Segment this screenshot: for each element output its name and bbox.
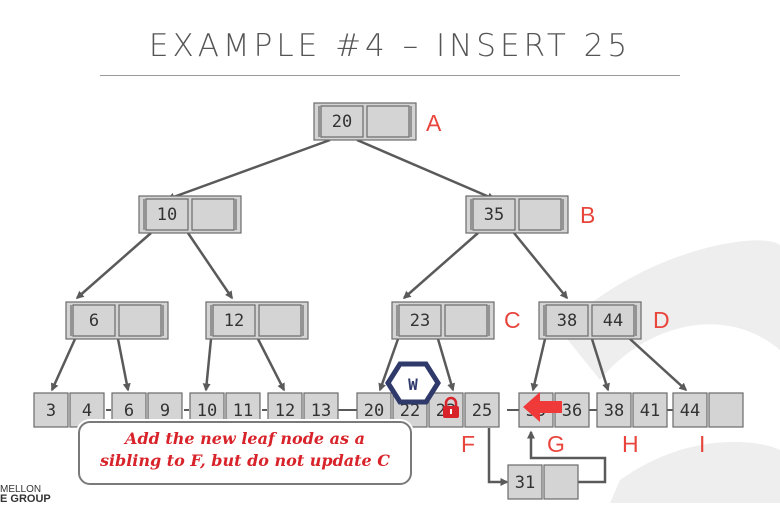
leaf-key: 25	[472, 401, 492, 421]
callout-line-2: sibling to F, but do not update C	[99, 451, 391, 470]
edge-6-left	[50, 338, 77, 392]
latch-label: W	[408, 375, 418, 394]
label-g: G	[547, 431, 565, 457]
leaf-node-newleaf: 31	[507, 464, 579, 500]
leaf-node-h: 38 41	[596, 392, 668, 428]
edge-6-right	[116, 338, 131, 392]
inner-node-node12: 12	[205, 301, 309, 340]
callout-text: Add the new leaf node as a sibling to F,…	[78, 428, 412, 472]
label-d: D	[653, 307, 670, 333]
inner-node-key: 44	[603, 311, 623, 331]
edge-b-right	[513, 232, 568, 300]
label-c: C	[504, 307, 521, 333]
edge-d-left	[530, 338, 547, 392]
edge-f-to-new	[487, 428, 509, 486]
edge-10-left	[75, 232, 152, 299]
inner-node-key: 10	[157, 205, 177, 225]
edge-a-right	[356, 138, 496, 201]
inner-node-a: 20	[313, 102, 417, 141]
label-h: H	[622, 431, 639, 457]
inner-node-d: 38 44	[538, 301, 642, 340]
edge-12-right	[256, 338, 286, 392]
edge-12-left	[202, 338, 213, 392]
inner-node-node6: 6	[65, 301, 169, 340]
leaf-key: 22	[400, 401, 420, 421]
callout-box	[78, 421, 412, 485]
background-swoosh-lower	[610, 441, 780, 503]
inner-node-key: 35	[484, 205, 504, 225]
callout-line-1: Add the new leaf node as a	[125, 429, 365, 448]
label-i: I	[699, 431, 705, 457]
inner-node-b: 35	[465, 195, 569, 234]
edge-new-to-g	[527, 430, 607, 484]
node-labels: A B C D F G H I	[426, 110, 705, 457]
title-divider	[100, 75, 680, 76]
background-swoosh	[560, 240, 780, 380]
inner-node-key: 20	[332, 112, 352, 132]
leaf-key: 13	[311, 401, 331, 421]
leaf-key: 4	[82, 401, 92, 421]
red-arrow-icon	[523, 392, 562, 422]
leaf-key: 6	[124, 401, 134, 421]
edge-10-right	[186, 232, 234, 300]
leaf-node-i: 44	[672, 392, 744, 428]
inner-node-c: 23	[391, 301, 495, 340]
leaf-key: 41	[640, 401, 660, 421]
leaf-key: 10	[197, 401, 217, 421]
slide-title: EXAMPLE #4 – INSERT 25	[148, 28, 632, 64]
write-latch: W	[385, 361, 441, 405]
footer-line-1: MELLON	[0, 484, 42, 495]
leaf-key: 12	[275, 401, 295, 421]
edge-a-left	[166, 138, 331, 201]
edge-c-left	[378, 338, 400, 392]
leaf-key: 31	[515, 473, 535, 493]
edge-d-mid	[590, 338, 610, 392]
leaf-node-f: 2325	[428, 392, 500, 428]
leaf-key: 36	[562, 401, 582, 421]
tree-edges	[50, 138, 688, 486]
leaf-key: 20	[364, 401, 384, 421]
label-b: B	[580, 202, 595, 228]
label-f: F	[461, 431, 475, 457]
footer-line-2: E GROUP	[0, 493, 51, 505]
lock-icon	[443, 396, 459, 418]
inner-node-key: 23	[410, 311, 430, 331]
leaf-key: 11	[233, 401, 253, 421]
inner-node-key: 12	[224, 311, 244, 331]
label-a: A	[426, 110, 442, 136]
leaf-key: 3	[46, 401, 56, 421]
inner-node-nodel: 10	[138, 195, 242, 234]
leaf-key: 38	[604, 401, 624, 421]
edge-c-right	[436, 338, 456, 392]
inner-node-key: 38	[557, 311, 577, 331]
leaf-key: 9	[160, 401, 170, 421]
leaf-key: 44	[680, 401, 700, 421]
inner-node-key: 6	[89, 311, 99, 331]
edge-d-right	[629, 338, 688, 392]
edge-b-left	[402, 232, 479, 299]
